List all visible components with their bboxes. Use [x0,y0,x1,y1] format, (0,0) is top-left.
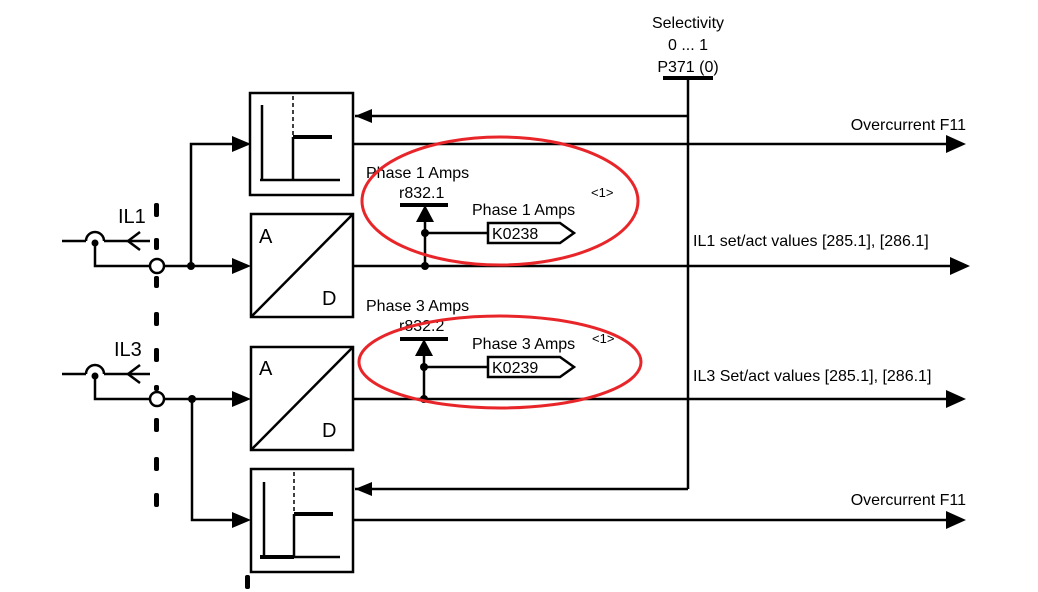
phase1-connector: K0238 [492,226,538,243]
selectivity-label: Selectivity [652,15,724,32]
il3-overcurrent-feed [190,399,235,522]
arrowhead-selectivity-top [355,109,372,123]
il1-current-arrow-icon [125,231,141,251]
arrowhead-overcurrent-bottom [946,511,966,529]
overcurrent-block-bottom [249,467,355,574]
phase1-title: Phase 1 Amps [366,165,469,182]
il1-input-label: IL1 [118,206,146,228]
adc-bottom-a: A [259,358,273,380]
terminal-separator [154,203,250,589]
adc-bottom-d: D [322,420,336,442]
arrowhead-overcurrent-bottom-in [232,512,251,528]
phase1-param: r832.1 [399,185,444,202]
phase1-connector-tag [486,221,577,245]
il3-current-arrow-icon [125,364,141,384]
il1-overcurrent-feed [189,142,235,266]
il1-return-wire [93,243,149,268]
phase3-highlight-ellipse [357,314,643,410]
phase1-connector-label: Phase 1 Amps [472,202,575,219]
il1-values-label: IL1 set/act values [285.1], [286.1] [693,233,929,250]
adc-top-a: A [259,226,273,248]
arrowhead-adc-bottom-in [232,391,251,407]
adc-block-top [249,212,355,319]
phase1-highlight-ellipse [360,135,640,267]
phase3-footnote: <1> [592,331,614,346]
il3-values-label: IL3 Set/act values [285.1], [286.1] [693,368,931,385]
phase1-tap-dot [421,262,429,270]
arrowhead-overcurrent-top [946,135,966,153]
overcurrent-label-top: Overcurrent F11 [851,117,966,134]
il3-connector-circle [148,390,166,408]
phase3-title: Phase 3 Amps [366,298,469,315]
il3-input-label: IL3 [114,339,142,361]
adc-top-d: D [322,288,336,310]
selectivity-range: 0 ... 1 [668,37,708,54]
phase3-connector-tag [486,355,577,379]
overcurrent-block-top [248,91,355,197]
phase1-footnote: <1> [591,185,613,200]
arrowhead-il1-output [950,257,970,275]
phase3-up-arrow-icon [415,339,433,356]
arrowhead-il3-output [946,390,966,408]
il1-terminal-hook [84,230,106,242]
il1-connector-circle [148,257,166,275]
phase3-connector: K0239 [492,360,538,377]
arrowhead-selectivity-bottom [355,482,372,496]
arrowhead-adc-top-in [232,258,251,274]
phase3-connector-label: Phase 3 Amps [472,336,575,353]
selectivity-param: P371 (0) [657,59,718,76]
phase1-up-arrow-icon [416,205,434,222]
arrowhead-overcurrent-top-in [232,136,251,152]
overcurrent-label-bottom: Overcurrent F11 [851,492,966,509]
il3-return-wire [93,376,149,401]
il3-terminal-hook [84,363,106,375]
